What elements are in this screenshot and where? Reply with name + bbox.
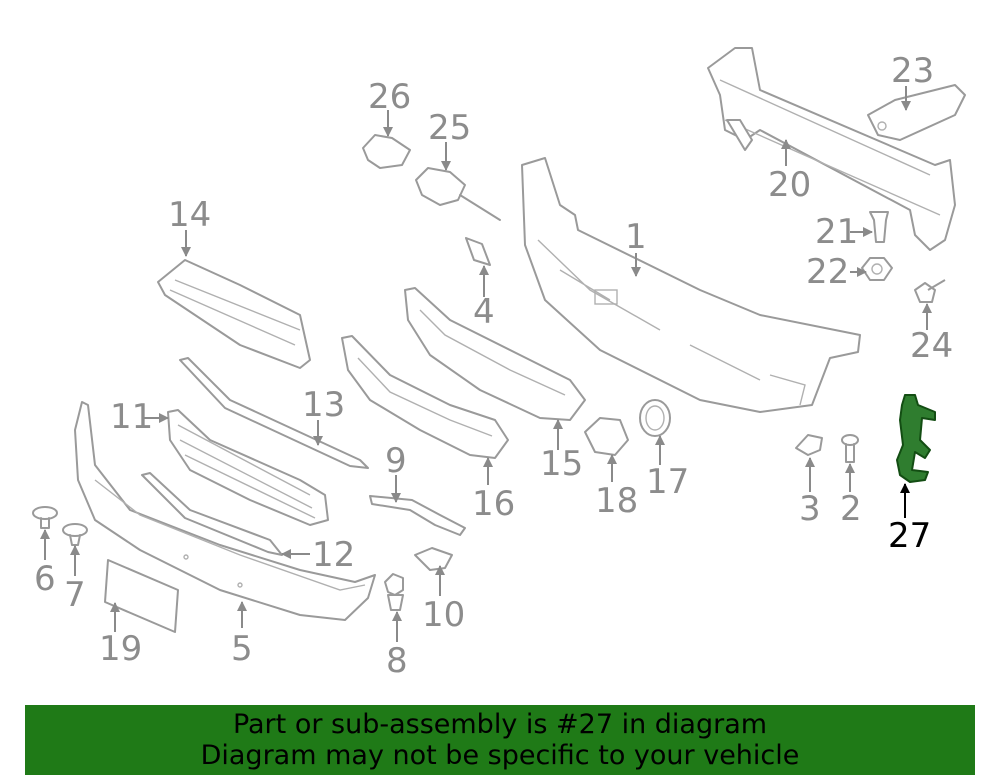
- callout-7: 7: [64, 575, 86, 615]
- callout-2: 2: [840, 489, 862, 529]
- callout-labels: 1 2 3 4 5 6 7 8 9 10 11 12 13 14 15 16 1…: [34, 51, 953, 681]
- callout-6: 6: [34, 559, 56, 599]
- callout-18: 18: [595, 481, 638, 521]
- callout-1: 1: [625, 217, 647, 257]
- part-2-bolt: [841, 434, 859, 463]
- callout-9: 9: [385, 441, 407, 481]
- part-5-lower-spoiler: [74, 401, 376, 621]
- info-banner: Part or sub-assembly is #27 in diagram D…: [25, 705, 975, 775]
- callout-15: 15: [540, 444, 583, 484]
- part-23-bracket: [867, 84, 966, 141]
- callout-16: 16: [472, 484, 515, 524]
- callout-5: 5: [231, 629, 253, 669]
- part-20-bumper-reinforcement: [707, 47, 956, 251]
- part-11-grille: [167, 409, 329, 526]
- parts-diagram: 1 2 3 4 5 6 7 8 9 10 11 12 13 14 15 16 1…: [32, 47, 966, 681]
- callout-10: 10: [422, 595, 465, 635]
- callout-26: 26: [368, 77, 411, 117]
- banner-line-2: Diagram may not be specific to your vehi…: [200, 740, 800, 771]
- part-10-clip: [414, 547, 453, 571]
- callout-4: 4: [473, 292, 495, 332]
- callout-20: 20: [768, 165, 811, 205]
- callout-12: 12: [312, 535, 355, 575]
- part-19-plate-bracket: [104, 559, 179, 633]
- part-6-screw: [32, 506, 58, 529]
- part-15-grille-frame: [404, 287, 586, 421]
- callout-19: 19: [99, 629, 142, 669]
- part-8-push-pin: [384, 573, 404, 611]
- callout-11: 11: [110, 397, 153, 437]
- callout-22: 22: [806, 252, 849, 292]
- part-9-strip: [369, 495, 466, 536]
- part-7-clip: [62, 523, 88, 546]
- part-24-screw: [914, 279, 946, 303]
- leader-arrows: [40, 86, 932, 642]
- part-26-sensor-housing: [362, 134, 411, 169]
- part-14-upper-grille: [157, 259, 311, 369]
- part-21-bolt: [869, 211, 889, 243]
- part-22-nut: [861, 257, 893, 281]
- part-3-clip: [795, 434, 823, 456]
- part-16-lower-grille-frame: [341, 335, 509, 459]
- part-17-bezel-ring: [639, 399, 671, 437]
- callout-23: 23: [891, 51, 934, 91]
- part-18-fog-lamp: [584, 417, 629, 456]
- callout-21: 21: [815, 212, 858, 252]
- part-13-trim-strip: [179, 357, 369, 469]
- callout-24: 24: [910, 326, 953, 366]
- callout-27-highlighted: 27: [888, 516, 931, 556]
- part-27-bracket-highlighted: [896, 394, 936, 483]
- callout-25: 25: [428, 108, 471, 148]
- callout-17: 17: [646, 462, 689, 502]
- part-1-bumper-cover: [521, 157, 861, 413]
- part-4-clip: [465, 237, 491, 266]
- part-25-sensor: [415, 167, 501, 221]
- callout-8: 8: [386, 641, 408, 681]
- callout-13: 13: [302, 385, 345, 425]
- banner-line-1: Part or sub-assembly is #27 in diagram: [232, 709, 768, 740]
- callout-14: 14: [168, 195, 211, 235]
- callout-3: 3: [799, 489, 821, 529]
- part-12-trim-strip: [141, 472, 283, 556]
